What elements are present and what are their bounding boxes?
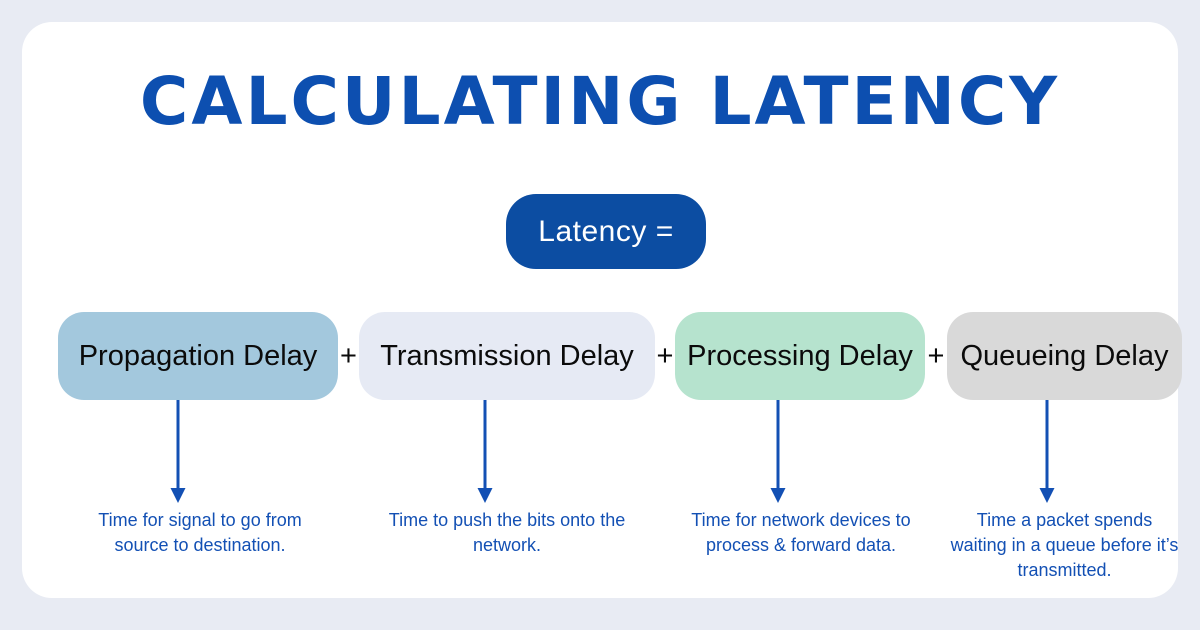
page-title: CALCULATING LATENCY	[139, 63, 1061, 140]
plus-separator-3: +	[927, 339, 945, 372]
down-arrow-icon-transmission	[476, 400, 494, 504]
term-label-transmission-delay: Transmission Delay	[380, 339, 634, 372]
term-box-propagation-delay: Propagation Delay	[58, 312, 338, 400]
term-box-queueing-delay: Queueing Delay	[947, 312, 1182, 400]
term-box-transmission-delay: Transmission Delay	[359, 312, 655, 400]
plus-separator-2: +	[656, 339, 674, 372]
caption-propagation-delay: Time for signal to go from source to des…	[98, 510, 302, 555]
term-label-processing-delay: Processing Delay	[687, 339, 913, 372]
term-label-queueing-delay: Queueing Delay	[960, 339, 1169, 372]
plus-separator-1: +	[340, 339, 357, 372]
down-arrow-icon-processing	[769, 400, 787, 504]
caption-transmission-delay: Time to push the bits onto the network.	[388, 510, 626, 555]
caption-processing-delay: Time for network devices to process & fo…	[691, 510, 911, 555]
term-label-propagation-delay: Propagation Delay	[78, 339, 318, 372]
latency-equals-badge: Latency =	[506, 194, 706, 269]
latency-badge-label: Latency =	[538, 214, 674, 248]
down-arrow-icon-queueing	[1038, 400, 1056, 504]
term-box-processing-delay: Processing Delay	[675, 312, 925, 400]
caption-queueing-delay: Time a packet spends waiting in a queue …	[950, 510, 1179, 580]
content-card: CALCULATING LATENCY Latency = Propagatio…	[22, 22, 1182, 598]
down-arrow-icon-propagation	[169, 400, 187, 504]
